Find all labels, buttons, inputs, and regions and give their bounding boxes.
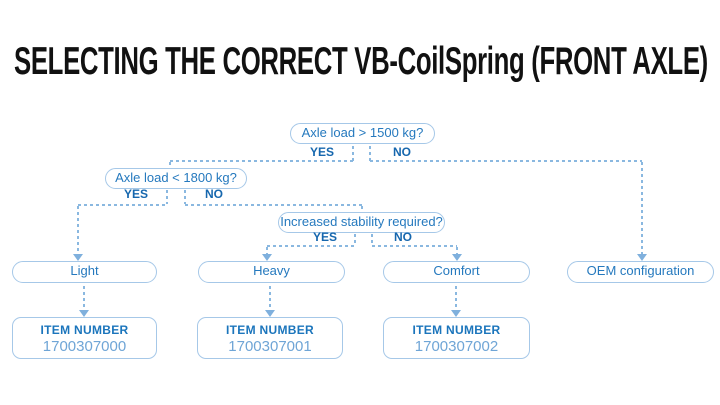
down-arrow-item-heavy-icon [265, 310, 275, 317]
outcome-pill-heavy: Heavy [198, 261, 345, 283]
no-label-axle-load-1500: NO [393, 145, 411, 159]
connector-d1-no-horizontal [370, 160, 642, 162]
connector-d2-to-light-drop [77, 206, 79, 254]
yes-label-axle-load-1800: YES [123, 187, 148, 201]
connector-d1-yes-horizontal [170, 160, 353, 162]
outcome-pill-comfort: Comfort [383, 261, 530, 283]
connector-d3-to-comfort-drop [456, 247, 458, 254]
connector-d2-no-horizontal [185, 204, 362, 206]
connector-d1-yes-stub [352, 146, 354, 161]
item-number-label: ITEM NUMBER [226, 323, 314, 337]
page-title: SELECTING THE CORRECT VB-CoilSpring (FRO… [14, 40, 708, 83]
connector-d1-to-oem-drop [641, 162, 643, 254]
item-number-label: ITEM NUMBER [412, 323, 501, 337]
connector-d3-no-stub [371, 234, 373, 245]
connector-d1-to-d2-drop [169, 162, 171, 168]
connector-heavy-to-item-drop [269, 286, 271, 310]
yes-label-axle-load-1500: YES [309, 145, 334, 159]
connector-d3-yes-stub [354, 234, 356, 245]
no-label-axle-load-1800: NO [205, 187, 223, 201]
connector-d3-yes-horizontal [267, 245, 355, 247]
outcome-pill-oem-configuration: OEM configuration [567, 261, 714, 283]
down-arrow-light-icon [73, 254, 83, 261]
connector-light-to-item-drop [83, 286, 85, 310]
outcome-pill-light: Light [12, 261, 157, 283]
connector-d2-yes-horizontal [78, 204, 167, 206]
connector-comfort-to-item-drop [455, 286, 457, 310]
item-number-value: 1700307001 [228, 338, 312, 355]
down-arrow-item-light-icon [79, 310, 89, 317]
connector-d1-no-stub [369, 146, 371, 161]
item-number-box-comfort: ITEM NUMBER 1700307002 [383, 317, 530, 359]
down-arrow-comfort-icon [452, 254, 462, 261]
item-number-value: 1700307000 [42, 338, 127, 355]
item-number-box-light: ITEM NUMBER 1700307000 [12, 317, 157, 359]
decision-axle-load-1800: Axle load < 1800 kg? [105, 168, 247, 189]
yes-label-increased-stability: YES [312, 230, 337, 244]
down-arrow-item-comfort-icon [451, 310, 461, 317]
down-arrow-oem-icon [637, 254, 647, 261]
no-label-increased-stability: NO [394, 230, 412, 244]
down-arrow-heavy-icon [262, 254, 272, 261]
decision-axle-load-1500: Axle load > 1500 kg? [290, 123, 435, 144]
connector-d2-to-d3-drop [361, 206, 363, 212]
item-number-box-heavy: ITEM NUMBER 1700307001 [197, 317, 343, 359]
item-number-label: ITEM NUMBER [40, 323, 129, 337]
decision-increased-stability: Increased stability required? [278, 212, 445, 233]
connector-d2-no-stub [184, 190, 186, 204]
connector-d2-yes-stub [166, 190, 168, 204]
connector-d3-no-horizontal [372, 245, 457, 247]
connector-d3-to-heavy-drop [266, 247, 268, 254]
item-number-value: 1700307002 [414, 338, 499, 355]
